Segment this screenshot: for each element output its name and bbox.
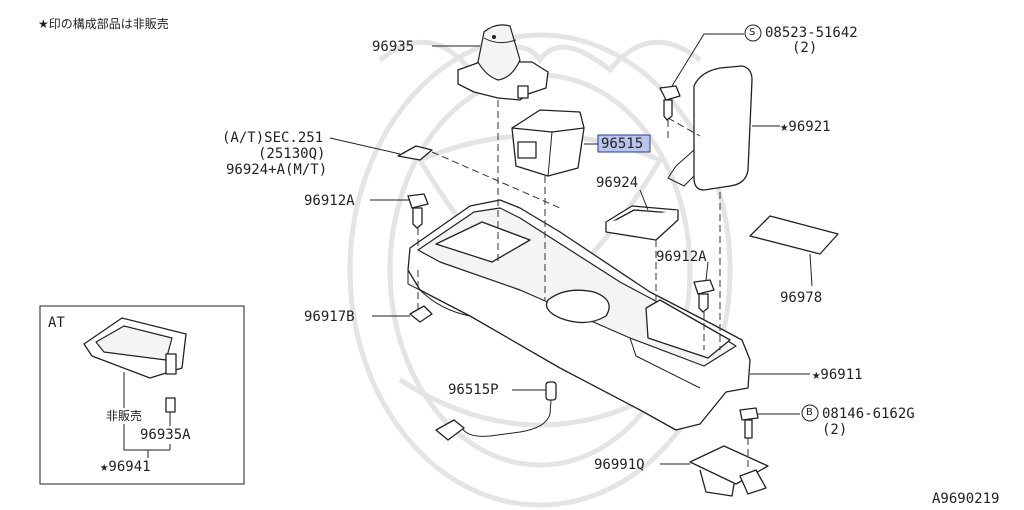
label-96911: ★96911 bbox=[812, 367, 863, 383]
at-inset bbox=[39, 305, 245, 485]
label-s-marker: S bbox=[749, 27, 756, 38]
switch-96515P-part bbox=[435, 381, 557, 441]
leader-96924 bbox=[639, 189, 649, 211]
label-96917B: 96917B bbox=[304, 309, 355, 325]
armrest-lid-part bbox=[667, 65, 753, 191]
label-sec-251: (A/T)SEC.251 bbox=[222, 130, 324, 146]
clip-96912A-right-part bbox=[693, 279, 715, 313]
label-08523-qty: (2) bbox=[792, 40, 818, 56]
label-96935A: 96935A bbox=[140, 427, 191, 443]
label-96912A-left: 96912A bbox=[304, 193, 355, 209]
label-08146-6162G: 08146-6162G bbox=[822, 406, 915, 422]
leader-96978 bbox=[809, 253, 813, 287]
leader-96912A-right bbox=[705, 261, 709, 281]
label-96921: ★96921 bbox=[780, 119, 831, 135]
label-b-marker: B bbox=[806, 407, 813, 418]
assembly-guide-lines bbox=[417, 100, 749, 470]
label-96935: 96935 bbox=[372, 39, 415, 55]
inset-title: AT bbox=[48, 315, 65, 331]
label-96991Q: 96991Q bbox=[594, 457, 645, 473]
label-08523-51642: 08523-51642 bbox=[765, 25, 858, 41]
label-25130q: (25130Q) bbox=[258, 146, 326, 162]
diagram-id: A9690219 bbox=[932, 491, 1000, 507]
bracket-96917B-part bbox=[409, 305, 433, 323]
label-96515: 96515 bbox=[601, 136, 644, 152]
b-marker bbox=[801, 404, 819, 422]
screw-08523-part bbox=[659, 85, 681, 121]
shift-boot-part bbox=[457, 24, 549, 101]
label-96924-mt: 96924+A(M/T) bbox=[226, 162, 328, 178]
label-96515P: 96515P bbox=[448, 382, 499, 398]
bracket-96991Q-part bbox=[689, 445, 769, 497]
pocket-96924-part bbox=[605, 205, 679, 241]
label-96978: 96978 bbox=[780, 290, 823, 306]
leader-08523 bbox=[671, 33, 744, 87]
console-box-96515-part bbox=[511, 109, 585, 177]
clip-sec251-part bbox=[397, 145, 433, 161]
note-text: ★印の構成部品は非販売 bbox=[38, 16, 169, 31]
s-marker bbox=[744, 24, 762, 42]
clip-96912A-left-part bbox=[407, 193, 429, 229]
bolt-08146-part bbox=[739, 407, 759, 439]
label-08146-qty: (2) bbox=[822, 422, 848, 438]
label-96924: 96924 bbox=[596, 175, 639, 191]
inset-not-sold: 非販売 bbox=[106, 409, 143, 423]
mat-96978-part bbox=[749, 215, 839, 255]
label-96941: ★96941 bbox=[100, 459, 151, 475]
leader-sec251 bbox=[329, 137, 401, 155]
label-96912A-right: 96912A bbox=[656, 249, 707, 265]
